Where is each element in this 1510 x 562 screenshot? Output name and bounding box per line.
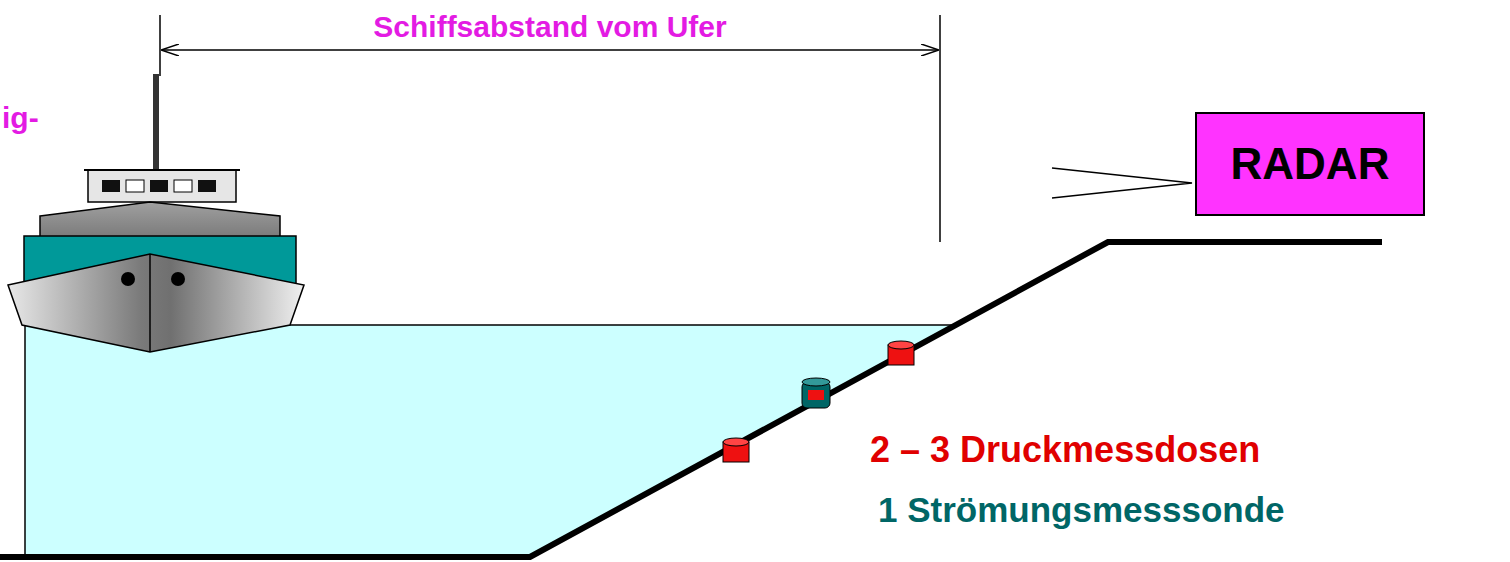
dimension-tick: [159, 15, 161, 76]
pressure-cell: [723, 438, 749, 462]
ship-hull: [8, 254, 304, 352]
river-bank: [0, 242, 1382, 557]
water-edge: [24, 325, 26, 557]
sensor-label: 2 – 3 Druckmessdosen: [870, 428, 1260, 471]
ship-deck: [40, 202, 280, 238]
water: [25, 325, 956, 557]
ship-roof: [84, 169, 240, 171]
pressure-cell: [888, 341, 914, 365]
porthole: [121, 272, 135, 286]
radar-box: RADAR: [1195, 112, 1425, 216]
flow-probe: [802, 378, 830, 408]
dimension-tick: [939, 15, 941, 242]
radar-beam: [1052, 168, 1192, 198]
ship-mast: [153, 74, 159, 172]
porthole: [171, 272, 185, 286]
dimension-line: [162, 49, 938, 51]
box-text: RADAR: [1231, 139, 1390, 189]
ship-cabin: [88, 170, 236, 202]
dimension-label: Schiffsabstand vom Ufer: [373, 9, 726, 45]
sensor-label: 1 Strömungsmesssonde: [878, 489, 1285, 531]
cut-label: ig-: [2, 100, 39, 136]
